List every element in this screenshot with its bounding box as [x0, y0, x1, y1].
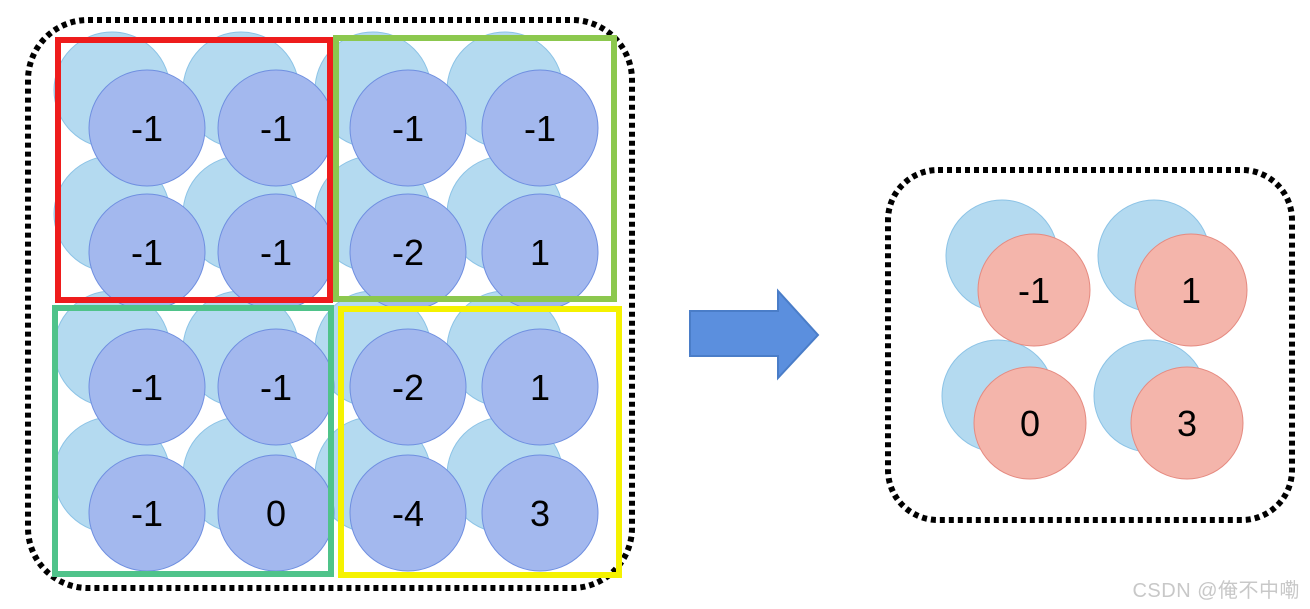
input-cell-circle: [349, 69, 467, 187]
output-cell-circle: [1130, 366, 1244, 480]
input-cell-circle: [349, 454, 467, 572]
input-cell-value: 1: [530, 232, 550, 273]
input-cell-circle: [481, 69, 599, 187]
input-cell-value: -1: [131, 232, 163, 273]
output-cell-value: 3: [1177, 403, 1197, 444]
input-cell-value: -1: [524, 108, 556, 149]
input-front-layer: -1 -1 -1 -1 -1 -1 -2 1 -1 -1 -2 1 -1 0 -4 3: [88, 69, 599, 572]
input-cell-value: 3: [530, 493, 550, 534]
output-feature-map-frame: [885, 167, 1295, 523]
output-cell-value: 1: [1181, 270, 1201, 311]
input-feature-map-frame: [25, 17, 635, 591]
output-cell-circle: [973, 366, 1087, 480]
input-cell-circle: [481, 454, 599, 572]
input-cell-value: -1: [260, 232, 292, 273]
output-cell-circle: [977, 233, 1091, 347]
output-cell-value: 0: [1020, 403, 1040, 444]
output-cell-value: -1: [1018, 270, 1050, 311]
pool-region-top-left: [55, 37, 333, 303]
input-cell-circle: [88, 69, 206, 187]
input-cell-value: -1: [131, 108, 163, 149]
input-cell-circle: [349, 328, 467, 446]
input-cell-value: -4: [392, 493, 424, 534]
input-cell-value: -1: [260, 367, 292, 408]
pool-region-bottom-right: [338, 306, 622, 578]
input-cell-value: -1: [392, 108, 424, 149]
input-cell-value: -2: [392, 232, 424, 273]
input-cell-value: -1: [260, 108, 292, 149]
input-cell-value: -1: [131, 367, 163, 408]
right-arrow-icon: [689, 288, 820, 381]
input-cell-value: -2: [392, 367, 424, 408]
pool-region-bottom-left: [52, 305, 334, 577]
input-cell-value: 1: [530, 367, 550, 408]
input-cell-value: -1: [131, 493, 163, 534]
output-front-layer: -1 1 0 3: [973, 233, 1248, 480]
pool-region-top-right: [333, 35, 617, 302]
watermark: CSDN @俺不中嘞: [1132, 580, 1300, 602]
input-cell-circle: [481, 328, 599, 446]
output-cell-circle: [1134, 233, 1248, 347]
input-cell-value: 0: [266, 493, 286, 534]
input-cell-circle: [88, 328, 206, 446]
